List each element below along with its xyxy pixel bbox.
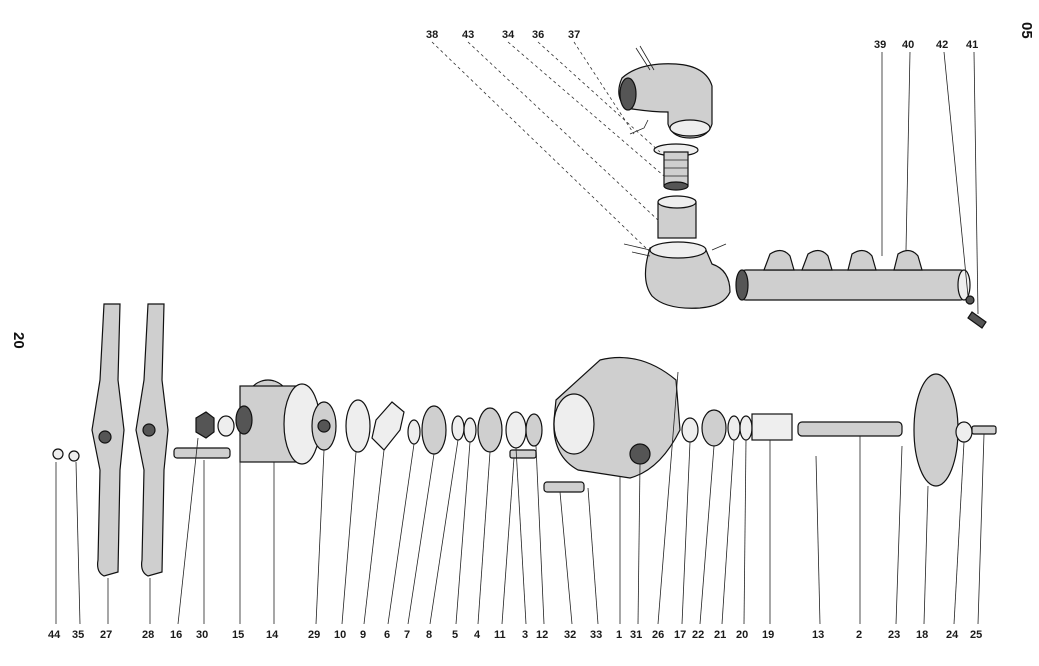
- callout-28: 28: [142, 629, 154, 641]
- thermostat-assembly: [618, 45, 731, 309]
- callout-17: 17: [674, 629, 686, 641]
- callout-13: 13: [812, 629, 824, 641]
- callout-38: 38: [426, 29, 438, 41]
- callout-19: 19: [762, 629, 774, 641]
- leader-lines: [55, 41, 985, 625]
- callout-33: 33: [590, 629, 602, 641]
- fan-blade-rear: [135, 303, 169, 577]
- page-number: 20: [10, 332, 27, 349]
- callout-40: 40: [902, 39, 914, 51]
- callout-37: 37: [568, 29, 580, 41]
- callout-27: 27: [100, 629, 112, 641]
- callout-31: 31: [630, 629, 642, 641]
- callout-41: 41: [966, 39, 978, 51]
- callout-21: 21: [714, 629, 726, 641]
- callout-32: 32: [564, 629, 576, 641]
- callout-26: 26: [652, 629, 664, 641]
- callout-34: 34: [502, 29, 515, 41]
- callout-5: 5: [452, 629, 458, 641]
- callout-14: 14: [266, 629, 279, 641]
- callout-44: 44: [48, 629, 61, 641]
- callout-35: 35: [72, 629, 84, 641]
- callout-42: 42: [936, 39, 948, 51]
- callout-10: 10: [334, 629, 346, 641]
- callout-15: 15: [232, 629, 244, 641]
- water-manifold: [735, 249, 987, 329]
- callout-7: 7: [404, 629, 410, 641]
- pump-components: [52, 356, 997, 493]
- callout-12: 12: [536, 629, 548, 641]
- callout-4: 4: [474, 629, 481, 641]
- callout-43: 43: [462, 29, 474, 41]
- callout-20: 20: [736, 629, 748, 641]
- callout-25: 25: [970, 629, 982, 641]
- callout-29: 29: [308, 629, 320, 641]
- callout-8: 8: [426, 629, 432, 641]
- callout-22: 22: [692, 629, 704, 641]
- callout-labels: 38 43 34 36 37 39 40 42 41 44 35 27 28 1…: [48, 29, 982, 641]
- callout-39: 39: [874, 39, 886, 51]
- callout-18: 18: [916, 629, 928, 641]
- fan-blade-front: [91, 303, 125, 577]
- callout-36: 36: [532, 29, 544, 41]
- callout-11: 11: [494, 629, 506, 641]
- callout-9: 9: [360, 629, 366, 641]
- callout-24: 24: [946, 629, 959, 641]
- callout-2: 2: [856, 629, 862, 641]
- callout-1: 1: [616, 629, 622, 641]
- callout-3: 3: [522, 629, 528, 641]
- callout-16: 16: [170, 629, 182, 641]
- callout-23: 23: [888, 629, 900, 641]
- callout-6: 6: [384, 629, 390, 641]
- callout-30: 30: [196, 629, 208, 641]
- section-code: 05: [1018, 22, 1035, 39]
